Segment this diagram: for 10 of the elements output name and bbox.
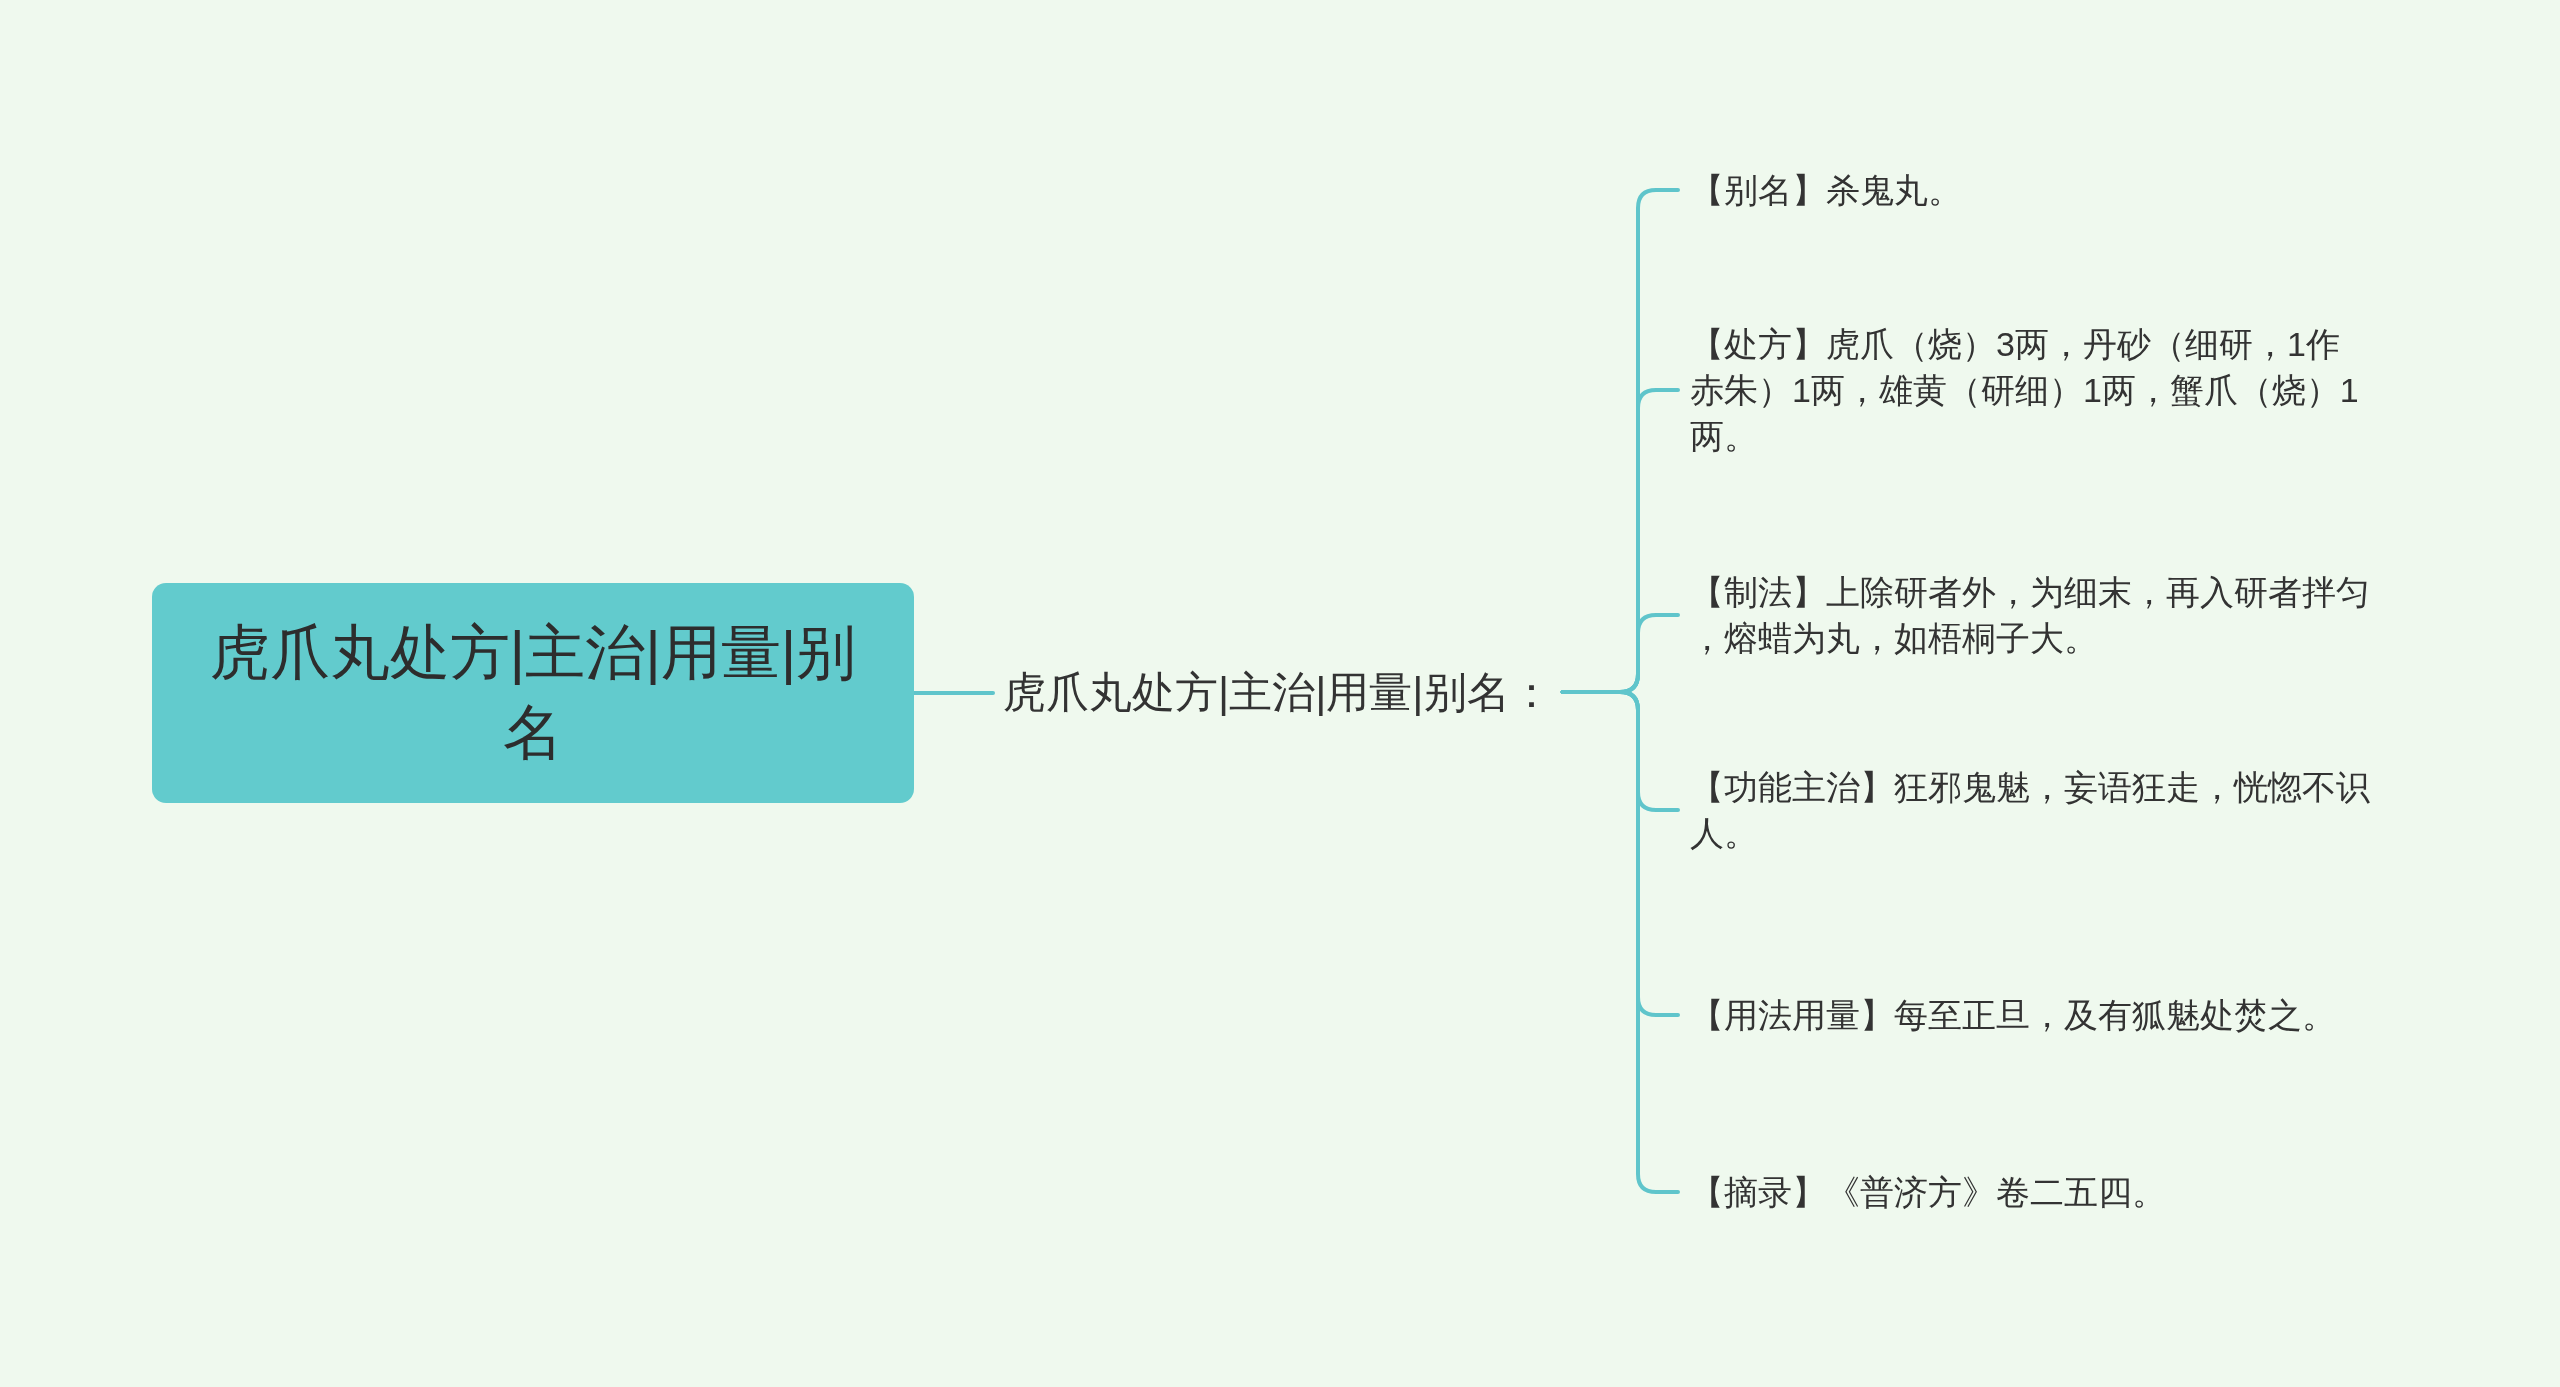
branch-text: 【别名】杀鬼丸。 bbox=[1678, 167, 2382, 213]
branch-text: 【处方】虎爪（烧）3两，丹砂（细研，1作赤朱）1两，雄黄（研细）1两，蟹爪（烧）1两。 bbox=[1678, 321, 2365, 459]
subtopic-text: 虎爪丸处方|主治|用量|别名： bbox=[993, 664, 1563, 720]
topic-text: 虎爪丸处方|主治|用量|别名 bbox=[208, 618, 858, 768]
branch-text: 【功能主治】狂邪鬼魅，妄语狂走，恍惚不识人。 bbox=[1678, 764, 2382, 856]
branch-text: 【制法】上除研者外，为细末，再入研者拌匀，熔蜡为丸，如梧桐子大。 bbox=[1678, 569, 2382, 661]
topic-box bbox=[152, 583, 914, 803]
branch-text: 【摘录】《普济方》卷二五四。 bbox=[1678, 1169, 2382, 1215]
branch-text: 【用法用量】每至正旦，及有狐魅处焚之。 bbox=[1678, 992, 2382, 1038]
connector-line bbox=[912, 691, 995, 695]
